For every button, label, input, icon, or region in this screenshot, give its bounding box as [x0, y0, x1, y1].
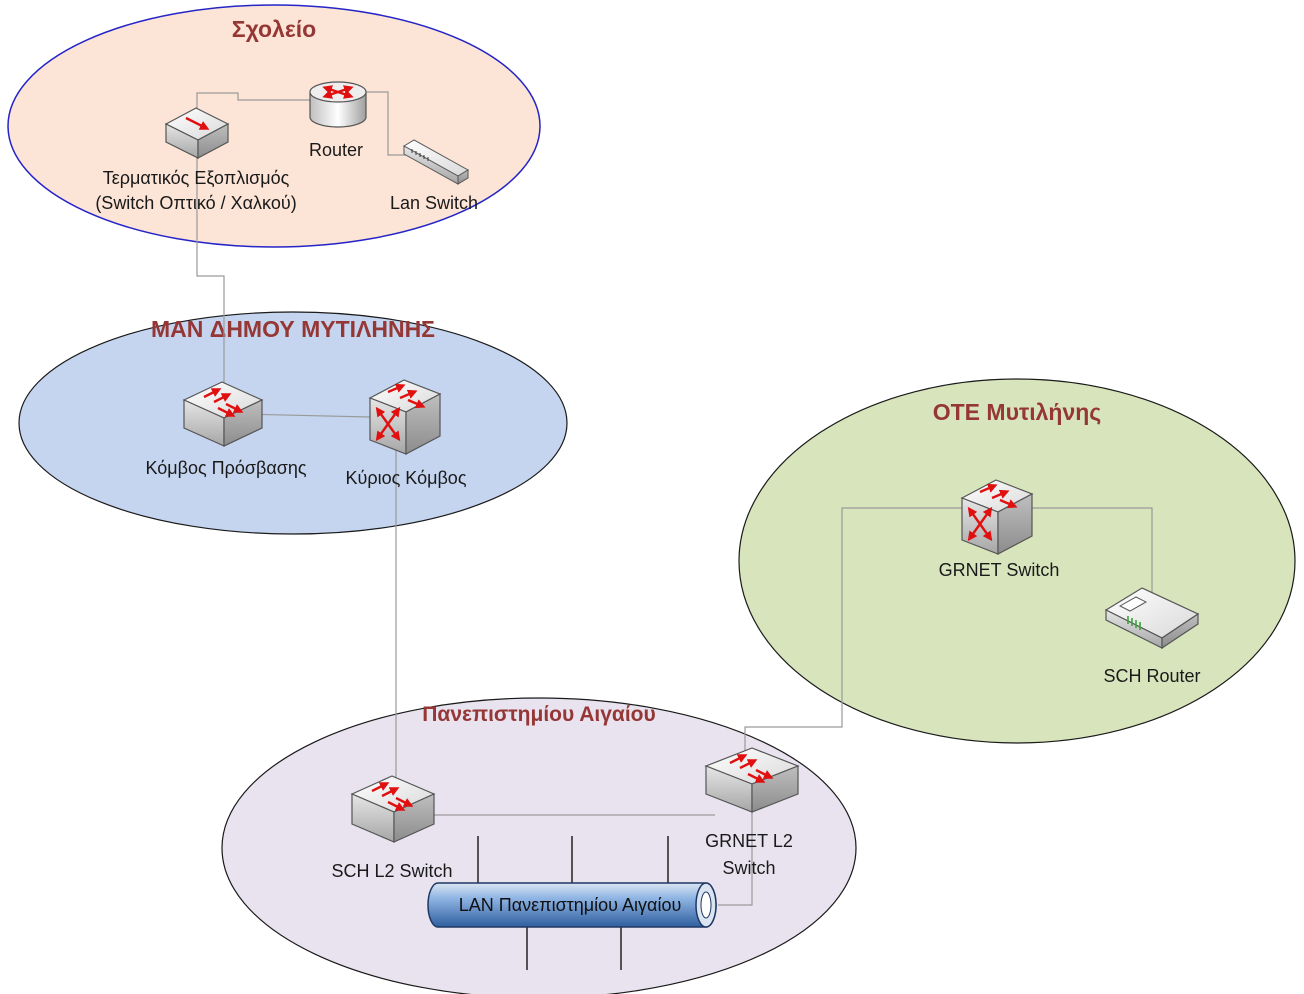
sch-router[interactable]: SCH Router [1103, 587, 1201, 686]
zone-university-title: Πανεπιστημίου Αιγαίου [422, 703, 655, 726]
atm-switch-icon [368, 379, 442, 455]
lan-switch[interactable]: Lan Switch [390, 139, 478, 213]
multilayer-switch-icon [704, 747, 800, 813]
terminal-label-line1: Τερματικός Εξοπλισμός [103, 168, 290, 188]
lan-switch-icon [403, 139, 469, 185]
multilayer-switch-icon [182, 381, 264, 447]
grnet-l2-switch[interactable]: GRNET L2 Switch [704, 747, 800, 878]
router[interactable]: Router [309, 81, 367, 160]
zone-ote-ellipse [738, 378, 1296, 744]
access-node[interactable]: Κόμβος Πρόσβασης [145, 381, 307, 478]
switch-icon [164, 107, 230, 159]
atm-switch-icon [960, 479, 1034, 555]
link-terminal-access [196, 140, 225, 400]
zone-man-ellipse [18, 311, 568, 535]
grnet-switch-label: GRNET Switch [939, 560, 1060, 580]
link-terminal-router [196, 92, 320, 130]
links [196, 91, 1153, 906]
zone-ote-title: ΟΤΕ Μυτιλήνης [933, 399, 1102, 425]
grnet-switch[interactable]: GRNET Switch [939, 479, 1060, 580]
link-grnetswitch-schrouter [1030, 507, 1153, 612]
router-device-icon [1104, 587, 1200, 650]
zone-school: Σχολείο [7, 4, 541, 248]
grnet-l2-switch-label-line1: GRNET L2 [705, 831, 793, 851]
lan-bus-label: LAN Πανεπιστημίου Αιγαίου [459, 895, 682, 915]
zone-man-title: MAN ΔΗΜΟΥ ΜΥΤΙΛΗΝΗΣ [151, 316, 435, 342]
lan-bus: LAN Πανεπιστημίου Αιγαίου [427, 836, 717, 970]
link-router-lanswitch [360, 91, 410, 156]
lan-switch-label: Lan Switch [390, 193, 478, 213]
access-node-label: Κόμβος Πρόσβασης [145, 458, 306, 478]
grnet-l2-switch-label-line2: Switch [722, 858, 775, 878]
terminal-equipment[interactable]: Τερματικός Εξοπλισμός (Switch Οπτικό / Χ… [95, 107, 297, 213]
sch-router-label: SCH Router [1103, 666, 1200, 686]
zone-school-title: Σχολείο [232, 16, 316, 42]
terminal-label-line2: (Switch Οπτικό / Χαλκού) [95, 193, 296, 213]
link-grnetl2-grnetswitch [744, 507, 970, 780]
sch-l2-switch-label: SCH L2 Switch [331, 861, 452, 881]
router-icon [309, 81, 367, 128]
core-node-label: Κύριος Κόμβος [346, 468, 467, 488]
zone-school-ellipse [7, 4, 541, 248]
zone-man: MAN ΔΗΜΟΥ ΜΥΤΙΛΗΝΗΣ [18, 311, 568, 535]
core-node[interactable]: Κύριος Κόμβος [346, 379, 467, 488]
sch-l2-switch[interactable]: SCH L2 Switch [331, 775, 453, 881]
router-label: Router [309, 140, 363, 160]
lan-pipe-hole [700, 891, 712, 919]
link-grnetl2-lan [718, 810, 753, 906]
zone-ote: ΟΤΕ Μυτιλήνης [738, 378, 1296, 744]
multilayer-switch-icon [350, 775, 436, 843]
